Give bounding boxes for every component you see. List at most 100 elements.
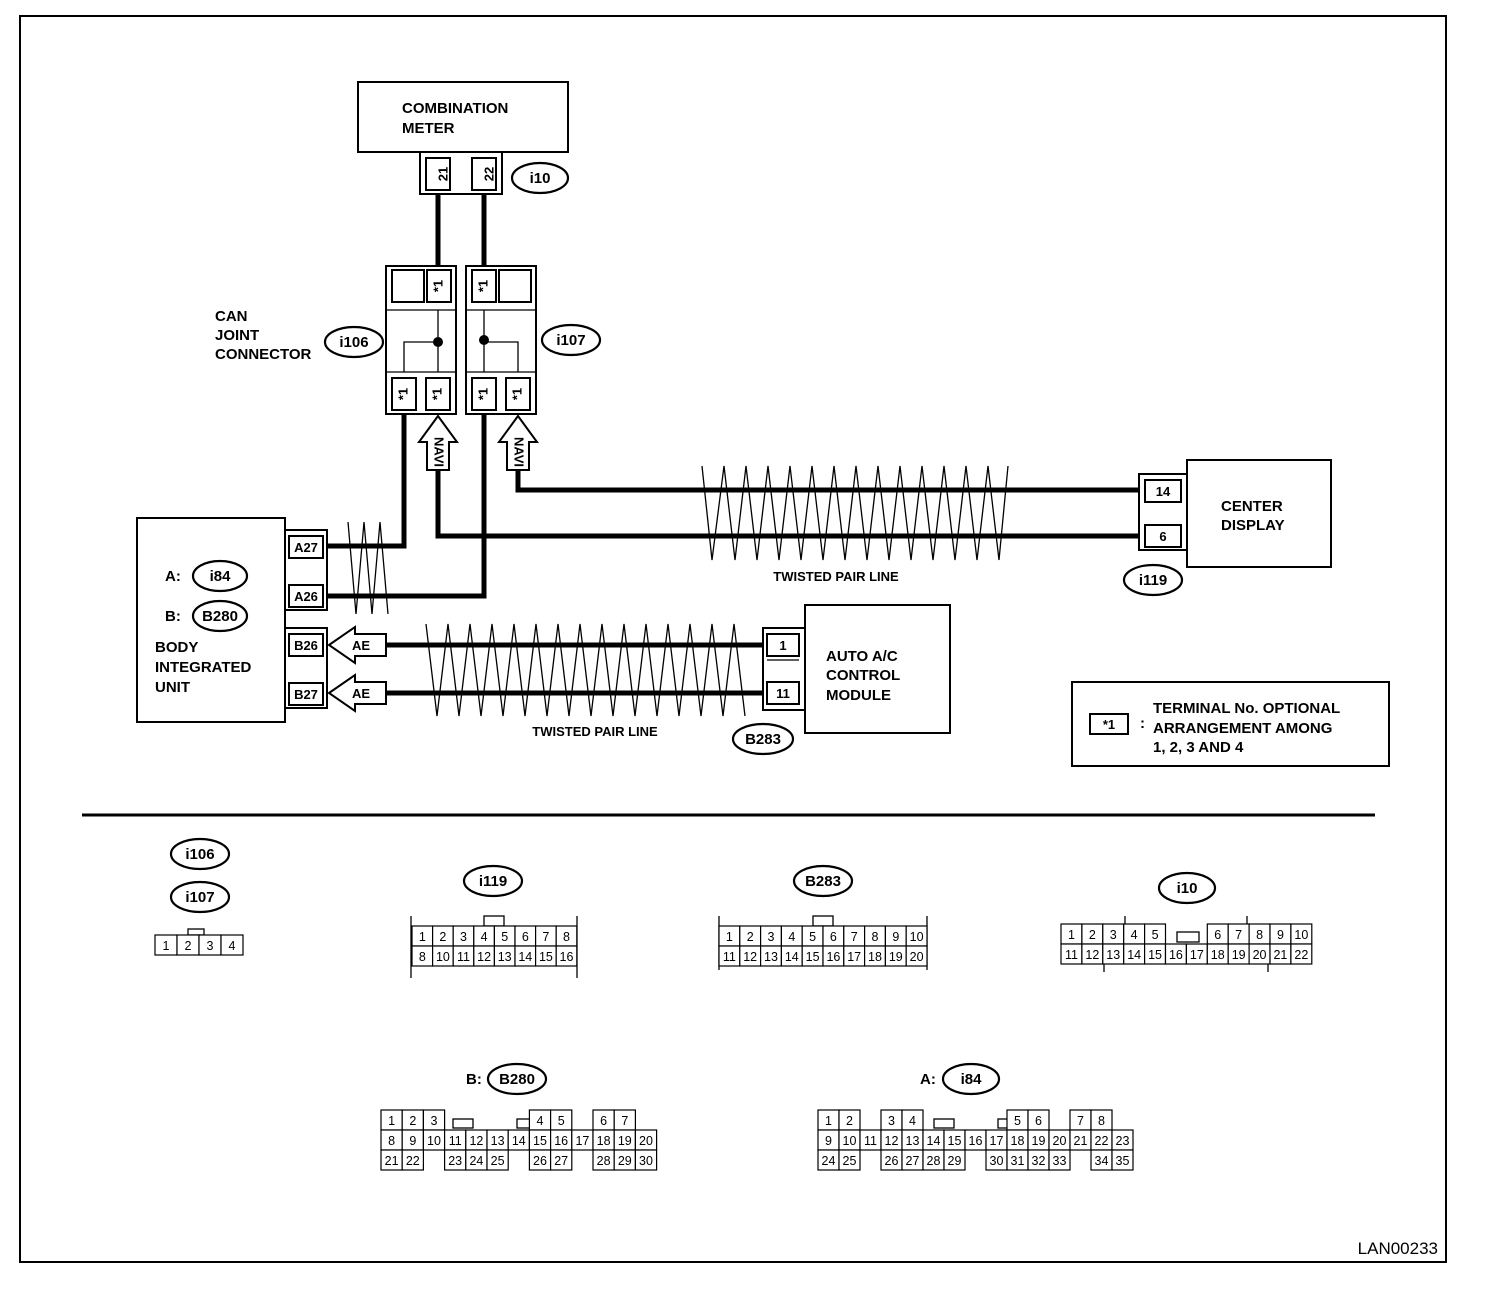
terminal-number: 14 (927, 1134, 941, 1148)
terminal-number: 9 (892, 930, 899, 944)
terminal-number: 11 (723, 950, 736, 964)
body-integrated-unit: A: i84 B: B280 BODY INTEGRATED UNIT A27 … (136, 517, 387, 723)
connector-id-i106: i106 (185, 846, 214, 863)
terminal-number: 15 (539, 950, 553, 964)
terminal-number: 21 (385, 1154, 399, 1168)
terminal-cell (1290, 943, 1313, 965)
pin-label: A27 (294, 540, 318, 555)
terminal-number: 16 (560, 950, 574, 964)
ae-label: AE (352, 638, 370, 653)
center-display-label-2: DISPLAY (1221, 517, 1285, 534)
terminal-number: 13 (1106, 948, 1120, 962)
terminal-number: 1 (726, 930, 733, 944)
terminal-number: 11 (1065, 948, 1078, 962)
can-label-2: JOINT (215, 327, 259, 344)
terminal-number: 8 (388, 1134, 395, 1148)
terminal-number: 16 (554, 1134, 568, 1148)
twisted-pair-label: TWISTED PAIR LINE (773, 569, 899, 584)
terminal-number: 26 (533, 1154, 547, 1168)
terminal-number: 28 (597, 1154, 611, 1168)
terminal-number: 1 (825, 1114, 832, 1128)
terminal-number: 15 (948, 1134, 962, 1148)
pin-label: 21 (435, 167, 450, 181)
terminal-cell (838, 1149, 861, 1171)
connector-id-i107: i107 (556, 332, 585, 349)
terminal-number: 6 (1214, 928, 1221, 942)
terminal-number: 17 (1190, 948, 1204, 962)
terminal-number: 19 (1232, 948, 1246, 962)
terminal-number: 22 (1095, 1134, 1109, 1148)
terminal-number: 23 (1116, 1134, 1130, 1148)
terminal-number: 18 (1211, 948, 1225, 962)
terminal-number: 1 (163, 939, 170, 953)
center-display: CENTER DISPLAY 14 6 i119 (1122, 459, 1332, 597)
terminal-number: 2 (185, 939, 192, 953)
legend-line-3: 1, 2, 3 AND 4 (1153, 739, 1244, 756)
terminal-number: 5 (1152, 928, 1159, 942)
terminal-number: 35 (1116, 1154, 1130, 1168)
biu-b-prefix: B: (165, 608, 181, 625)
auto-ac-label-3: MODULE (826, 687, 891, 704)
terminal-number: 20 (1253, 948, 1267, 962)
terminal-number: 18 (868, 950, 882, 964)
face-prefix: A: (920, 1071, 936, 1088)
legend-colon: : (1140, 715, 1145, 732)
terminal-number: 10 (1294, 928, 1308, 942)
terminal-number: 24 (822, 1154, 836, 1168)
terminal-number: 21 (1074, 1134, 1088, 1148)
terminal-number: 8 (563, 930, 570, 944)
terminal-number: 10 (910, 930, 924, 944)
terminal-number: 3 (888, 1114, 895, 1128)
terminal-cell (220, 934, 244, 956)
pin-label: 6 (1159, 529, 1166, 544)
pin-label: B26 (294, 638, 318, 653)
connector-id-B280: B280 (202, 608, 238, 625)
biu-a-prefix: A: (165, 568, 181, 585)
terminal-number: 3 (1110, 928, 1117, 942)
combination-meter-label-1: COMBINATION (402, 100, 508, 117)
terminal-number: 3 (207, 939, 214, 953)
terminal-number: 1 (419, 930, 426, 944)
terminal-number: 8 (1256, 928, 1263, 942)
connector-id-B283: B283 (745, 731, 781, 748)
terminal-number: 14 (785, 950, 799, 964)
terminal-number: 17 (847, 950, 861, 964)
terminal-number: 16 (1169, 948, 1183, 962)
terminal-number: 25 (843, 1154, 857, 1168)
terminal-number: 11 (457, 950, 470, 964)
terminal-number: 28 (927, 1154, 941, 1168)
terminal-number: 1 (388, 1114, 395, 1128)
face-prefix: B: (466, 1071, 482, 1088)
pin-label: *1 (429, 388, 444, 400)
terminal-number: 7 (851, 930, 858, 944)
terminal-number: 2 (1089, 928, 1096, 942)
terminal-number: 27 (554, 1154, 568, 1168)
terminal-number: 10 (436, 950, 450, 964)
terminal-number: 19 (889, 950, 903, 964)
connector-id-B280: B280 (499, 1071, 535, 1088)
terminal-number: 6 (522, 930, 529, 944)
pin-label: *1 (475, 280, 490, 292)
terminal-number: 7 (1077, 1114, 1084, 1128)
pin-label: 1 (779, 638, 786, 653)
combination-meter: COMBINATION METER 21 22 i10 (357, 81, 570, 195)
terminal-number: 26 (885, 1154, 899, 1168)
terminal-number: 32 (1032, 1154, 1046, 1168)
terminal-number: 7 (542, 930, 549, 944)
connector-id-i119: i119 (479, 873, 507, 890)
pin-label: 14 (1156, 484, 1171, 499)
terminal-cell (1048, 1149, 1071, 1171)
terminal-number: 24 (469, 1154, 483, 1168)
biu-label-3: UNIT (155, 679, 190, 696)
combination-meter-label-2: METER (402, 120, 455, 137)
biu-label-2: INTEGRATED (155, 659, 252, 676)
terminal-number: 15 (1148, 948, 1162, 962)
wires: TWISTED PAIR LINE TWISTED PAIR LINE (326, 194, 1145, 739)
terminal-number: 16 (969, 1134, 983, 1148)
terminal-cell (555, 945, 578, 967)
terminal-number: 7 (1235, 928, 1242, 942)
